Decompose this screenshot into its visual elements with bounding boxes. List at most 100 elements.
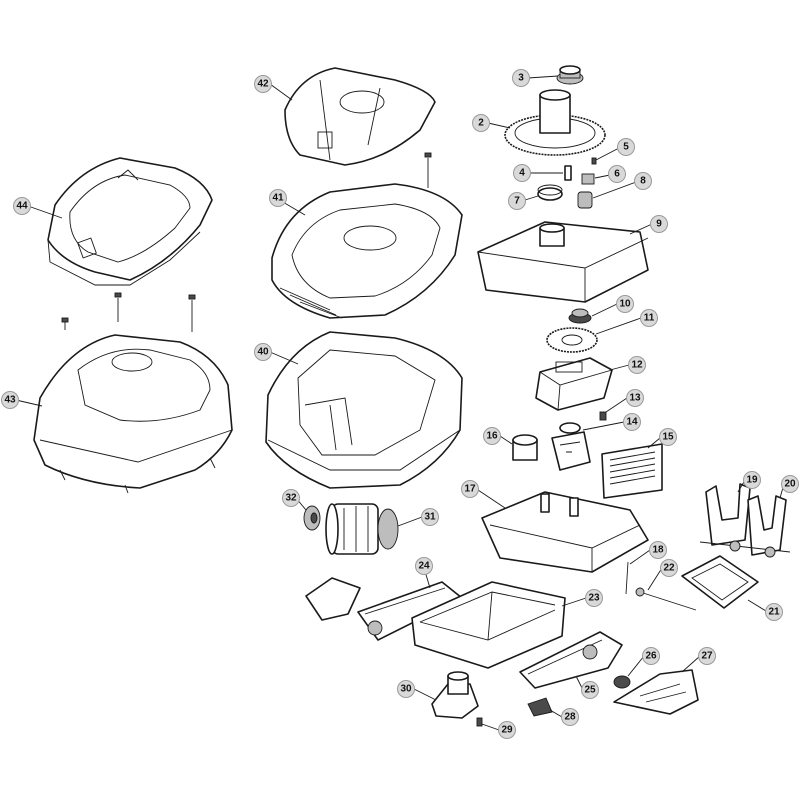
callout-circle: [415, 557, 433, 575]
callout-circle: [628, 356, 646, 374]
callout-number: 26: [645, 651, 657, 662]
part-18-rod: [625, 561, 629, 595]
callout-28: 28: [561, 708, 579, 726]
callout-circle: [617, 138, 635, 156]
screws-cover-to-base: [61, 292, 196, 332]
callout-number: 4: [519, 168, 525, 179]
callout-40: 40: [254, 343, 272, 361]
part-40-body-shell: [265, 331, 463, 489]
callout-number: 2: [478, 118, 484, 129]
callout-43: 43: [1, 391, 19, 409]
callout-20: 20: [781, 475, 799, 493]
callout-number: 8: [640, 176, 646, 187]
callout-31: 31: [421, 508, 439, 526]
part-4-pin: [564, 165, 572, 181]
part-32-impeller: [303, 505, 321, 531]
callout-44: 44: [13, 197, 31, 215]
part-42-handle-cover: [284, 67, 436, 166]
part-41-handle-frame: [271, 183, 463, 319]
callout-circle: [512, 69, 530, 87]
callout-circle: [626, 389, 644, 407]
callout-8: 8: [634, 172, 652, 190]
callout-17: 17: [461, 480, 479, 498]
part-23-chassis: [411, 581, 566, 669]
part-10-pinion: [568, 308, 592, 324]
callout-number: 43: [4, 395, 16, 406]
callout-18: 18: [649, 541, 667, 559]
callout-23: 23: [585, 589, 603, 607]
part-43-base-cover: [33, 334, 233, 494]
callout-number: 28: [564, 712, 576, 723]
part-19-20-lift-arms: [699, 483, 791, 558]
callout-number: 30: [400, 684, 412, 695]
callout-number: 16: [486, 431, 498, 442]
part-21-plate: [681, 555, 759, 609]
callout-number: 21: [768, 607, 780, 618]
part-2-drive-gear: [504, 89, 606, 156]
callout-circle: [640, 309, 658, 327]
callout-circle: [660, 559, 678, 577]
part-17-motor-base: [481, 491, 649, 573]
callout-circle: [765, 603, 783, 621]
callout-11: 11: [640, 309, 658, 327]
part-9-gearbox-cover: [477, 221, 649, 303]
callout-number: 32: [285, 493, 297, 504]
callout-circle: [282, 489, 300, 507]
callout-circle: [649, 541, 667, 559]
part-44-top-cover: [47, 157, 213, 286]
callout-circle: [781, 475, 799, 493]
callout-41: 41: [269, 189, 287, 207]
part-3-small-gear: [556, 65, 584, 85]
callout-number: 5: [623, 142, 629, 153]
callout-15: 15: [659, 428, 677, 446]
callout-circle: [698, 647, 716, 665]
part-11-gear-ring: [546, 327, 598, 353]
callout-number: 17: [464, 484, 476, 495]
part-13-screw: [599, 411, 607, 421]
callout-number: 42: [257, 79, 269, 90]
callout-number: 6: [614, 169, 620, 180]
part-22-axle: [635, 587, 697, 611]
callout-42: 42: [254, 75, 272, 93]
callout-circle: [508, 192, 526, 210]
part-side-end-cap: [305, 577, 361, 621]
callout-22: 22: [660, 559, 678, 577]
part-26-knob: [613, 675, 631, 689]
part-29-screw: [476, 717, 483, 727]
part-27-end-cap: [613, 669, 699, 715]
callout-circle: [1, 391, 19, 409]
callout-number: 41: [272, 193, 284, 204]
callout-circle: [421, 508, 439, 526]
callout-number: 12: [631, 360, 643, 371]
callout-number: 10: [619, 299, 631, 310]
callout-circle: [397, 680, 415, 698]
callout-circle: [269, 189, 287, 207]
callout-circle: [634, 172, 652, 190]
callout-number: 3: [518, 73, 524, 84]
callout-number: 44: [16, 201, 28, 212]
callout-circle: [743, 471, 761, 489]
callout-number: 27: [701, 651, 713, 662]
callout-7: 7: [508, 192, 526, 210]
callout-number: 9: [656, 219, 662, 230]
callout-10: 10: [616, 295, 634, 313]
part-7-ring: [537, 184, 563, 201]
part-14-motor: [551, 422, 591, 471]
screw-handle: [424, 152, 432, 188]
callout-circle: [483, 427, 501, 445]
callout-circle: [254, 343, 272, 361]
callout-5: 5: [617, 138, 635, 156]
callout-number: 7: [514, 196, 520, 207]
part-6-spacer: [581, 173, 595, 185]
callout-number: 20: [784, 479, 796, 490]
part-24-side-cover: [357, 581, 463, 641]
callout-number: 13: [629, 393, 641, 404]
part-25-side-cover: [519, 631, 623, 689]
callout-circle: [513, 164, 531, 182]
part-30-bracket: [431, 671, 479, 719]
callout-16: 16: [483, 427, 501, 445]
callout-circle: [13, 197, 31, 215]
callout-2: 2: [472, 114, 490, 132]
callout-number: 24: [418, 561, 430, 572]
